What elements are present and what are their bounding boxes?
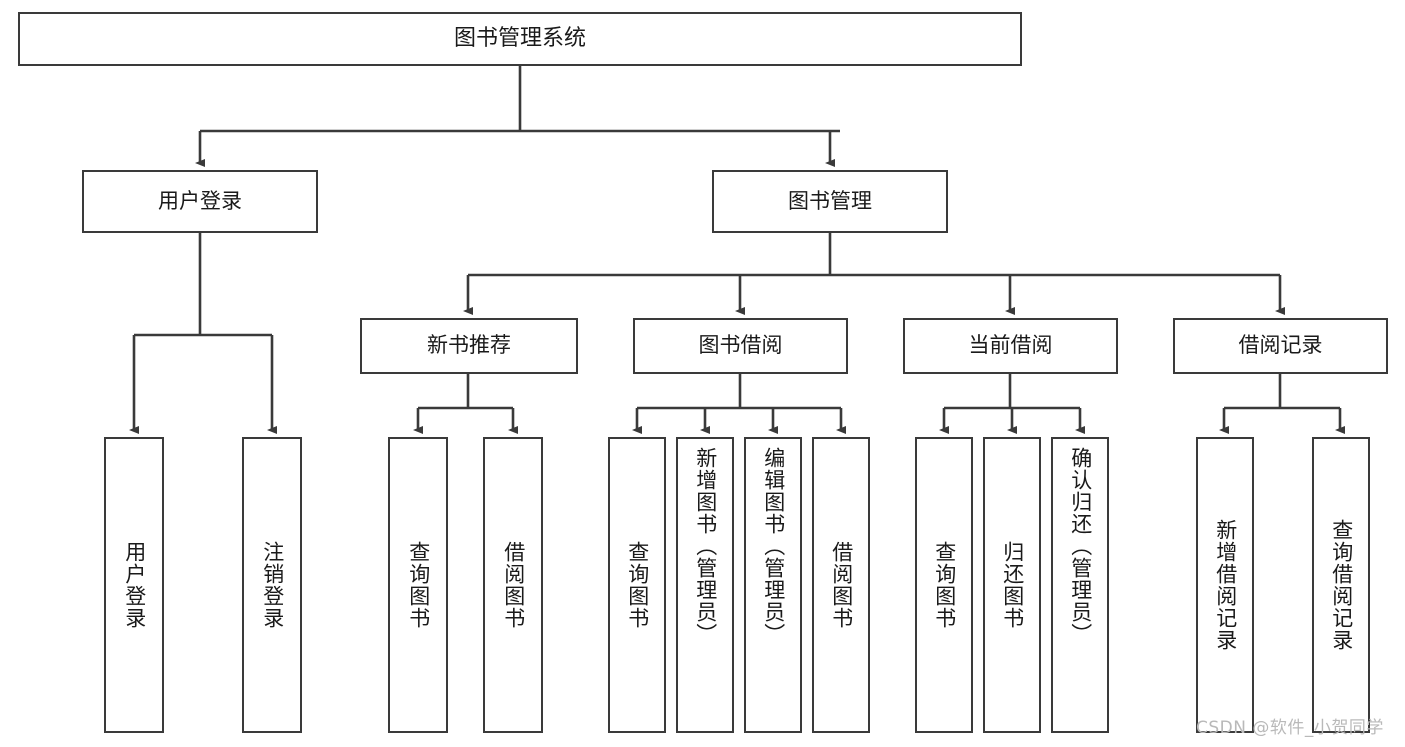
node-label: 查询图书	[625, 541, 650, 629]
node-label: 新增图书（管理员）	[693, 447, 718, 645]
leaf-book-borrow-edit[interactable]: 编辑图书（管理员）	[744, 437, 802, 733]
node-label: 归还图书	[1000, 541, 1025, 629]
leaf-current-borrow-return[interactable]: 归还图书	[983, 437, 1041, 733]
node-label: 用户登录	[122, 541, 147, 629]
leaf-new-book-query[interactable]: 查询图书	[388, 437, 448, 733]
node-borrow-record[interactable]: 借阅记录	[1173, 318, 1388, 374]
node-label: 确认归还（管理员）	[1068, 447, 1093, 645]
leaf-book-borrow-query[interactable]: 查询图书	[608, 437, 666, 733]
node-label: 图书借阅	[698, 333, 783, 358]
node-new-book-recommend[interactable]: 新书推荐	[360, 318, 578, 374]
node-label: 编辑图书（管理员）	[761, 447, 786, 645]
leaf-book-borrow-add[interactable]: 新增图书（管理员）	[676, 437, 734, 733]
node-label: 借阅图书	[501, 541, 526, 629]
node-current-borrow[interactable]: 当前借阅	[903, 318, 1118, 374]
node-label: 新增借阅记录	[1213, 519, 1238, 651]
node-label: 新书推荐	[427, 333, 511, 358]
node-label: 查询借阅记录	[1329, 519, 1354, 651]
leaf-user-login-logout[interactable]: 注销登录	[242, 437, 302, 733]
node-user-login[interactable]: 用户登录	[82, 170, 318, 233]
node-book-borrow[interactable]: 图书借阅	[633, 318, 848, 374]
node-label: 图书管理	[788, 188, 872, 213]
node-label: 借阅记录	[1238, 333, 1323, 358]
leaf-borrow-record-query[interactable]: 查询借阅记录	[1312, 437, 1370, 733]
node-label: 查询图书	[406, 541, 431, 629]
leaf-current-borrow-query[interactable]: 查询图书	[915, 437, 973, 733]
node-label: 借阅图书	[829, 541, 854, 629]
node-label: 用户登录	[158, 188, 242, 213]
node-book-management[interactable]: 图书管理	[712, 170, 948, 233]
leaf-book-borrow-borrow[interactable]: 借阅图书	[812, 437, 870, 733]
watermark-csdn: CSDN @软件_小贺同学	[1196, 718, 1384, 738]
node-label: 当前借阅	[968, 333, 1053, 358]
node-label: 图书管理系统	[453, 25, 586, 51]
node-root-book-management-system[interactable]: 图书管理系统	[18, 12, 1022, 66]
leaf-new-book-borrow[interactable]: 借阅图书	[483, 437, 543, 733]
leaf-borrow-record-add[interactable]: 新增借阅记录	[1196, 437, 1254, 733]
node-label: 查询图书	[932, 541, 957, 629]
leaf-user-login-login[interactable]: 用户登录	[104, 437, 164, 733]
leaf-current-borrow-confirm-return[interactable]: 确认归还（管理员）	[1051, 437, 1109, 733]
node-label: 注销登录	[260, 541, 285, 629]
